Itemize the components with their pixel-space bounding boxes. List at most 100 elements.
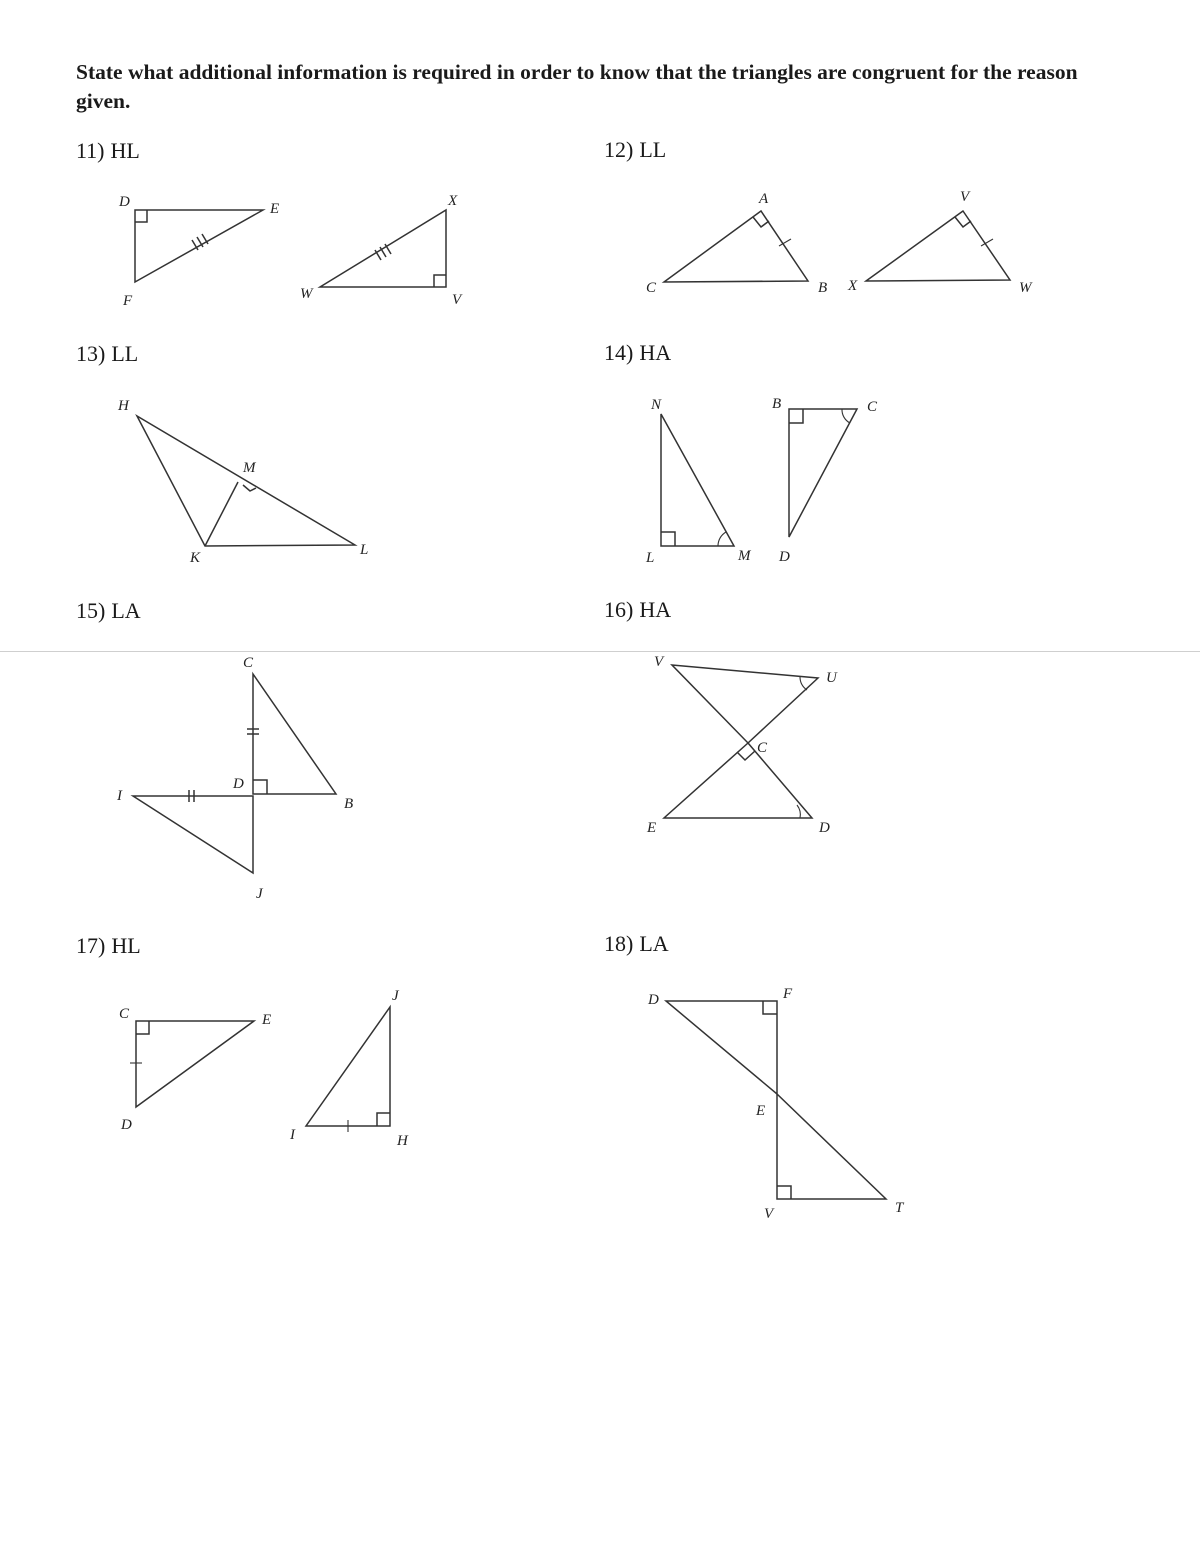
scan-divider [0, 651, 1200, 652]
leg-tick-mark [778, 238, 792, 247]
vertex-label: F [782, 986, 793, 1002]
vertex-label: W [1019, 280, 1033, 296]
right-angle-mark [242, 484, 257, 492]
vertex-label: D [118, 194, 130, 210]
vertex-label: X [847, 278, 858, 294]
vertex-label: V [960, 189, 971, 205]
vertex-label: N [650, 397, 662, 413]
triangle-XWV [317, 208, 447, 288]
problem-number: 11) [76, 138, 105, 163]
triangle-IDJ [130, 795, 254, 875]
vertex-label: H [117, 398, 130, 414]
problem-number: 17) [76, 933, 106, 958]
vertex-label: F [122, 293, 133, 309]
right-angle-mark [789, 409, 804, 424]
angle-arc-M [717, 531, 727, 547]
vertex-label: B [772, 396, 781, 412]
figure-13: H M K L [117, 398, 368, 566]
problem-reason: LL [111, 341, 139, 366]
vertex-label: D [818, 820, 830, 836]
right-angle-mark [136, 1021, 150, 1035]
vertex-label: J [256, 886, 264, 902]
right-angle-mark [376, 1112, 390, 1126]
hypotenuse-tick-marks [191, 233, 209, 251]
problem-number: 13) [76, 341, 106, 366]
problem-reason: LL [639, 137, 667, 162]
problem-13: 13)LL [76, 341, 138, 367]
problem-reason: HL [110, 138, 140, 163]
triangle-ACB [661, 209, 810, 283]
triangle-VUC [670, 664, 820, 745]
right-angle-mark [752, 216, 770, 229]
right-angle-mark [433, 274, 446, 287]
vertex-label: M [242, 460, 257, 476]
problem-reason: HA [639, 597, 672, 622]
vertex-label: C [757, 740, 768, 756]
problem-number: 18) [604, 931, 634, 956]
vertex-label: I [116, 788, 123, 804]
vertex-label: D [232, 776, 244, 792]
leg-tick-marks [188, 728, 259, 802]
vertex-label: C [646, 280, 657, 296]
right-angle-mark [762, 1001, 777, 1015]
vertex-label: L [359, 542, 368, 558]
triangle-VXW [863, 209, 1012, 282]
right-angle-mark [777, 1185, 792, 1199]
triangle-HKL [135, 414, 358, 547]
vertex-label: T [895, 1200, 905, 1216]
vertex-label: E [755, 1103, 765, 1119]
problem-number: 14) [604, 340, 634, 365]
figure-14: N L M B C D [645, 396, 878, 566]
segment-KM [204, 481, 239, 547]
figure-18: D F E V T [647, 986, 905, 1222]
vertex-label: W [300, 286, 314, 302]
triangle-EVT [776, 1092, 888, 1200]
vertex-label: D [120, 1117, 132, 1133]
vertex-label: E [646, 820, 656, 836]
vertex-label: A [758, 191, 769, 207]
vertex-label: C [867, 399, 878, 415]
vertex-label: C [119, 1006, 130, 1022]
angle-arc-D [796, 804, 801, 819]
vertex-label: B [818, 280, 827, 296]
triangle-DEF [134, 209, 266, 284]
problem-reason: HA [639, 340, 672, 365]
problem-18: 18)LA [604, 931, 669, 957]
right-angle-mark [135, 210, 148, 223]
vertex-label: X [447, 193, 458, 209]
right-angle-mark [253, 779, 268, 794]
problem-11: 11)HL [76, 138, 140, 164]
vertex-label: U [826, 670, 838, 686]
problem-17: 17)HL [76, 933, 141, 959]
right-angle-mark [954, 216, 972, 229]
vertex-label: V [452, 292, 463, 308]
problem-12: 12)LL [604, 137, 666, 163]
problem-number: 15) [76, 598, 106, 623]
vertex-label: K [189, 550, 201, 566]
figure-15: C D I B J [116, 655, 353, 902]
problem-reason: LA [639, 931, 669, 956]
triangle-JIH [304, 1004, 391, 1127]
vertex-label: D [647, 992, 659, 1008]
figure-17: C E D J I H [119, 988, 409, 1149]
instructions: State what additional information is req… [76, 60, 1078, 113]
vertex-label: V [654, 654, 665, 670]
problem-15: 15)LA [76, 598, 141, 624]
triangle-CED [662, 741, 814, 819]
vertex-label: D [778, 549, 790, 565]
vertex-label: J [392, 988, 400, 1004]
angle-arc-U [799, 676, 808, 691]
vertex-label: B [344, 796, 353, 812]
vertex-label: E [261, 1012, 271, 1028]
hypotenuse-tick-marks [374, 243, 392, 261]
problem-number: 12) [604, 137, 634, 162]
vertex-label: C [243, 655, 254, 671]
triangle-NLM [660, 413, 736, 547]
vertex-label: I [289, 1127, 296, 1143]
problem-number: 16) [604, 597, 634, 622]
leg-tick-mark [980, 238, 994, 247]
problem-reason: HL [111, 933, 141, 958]
right-angle-mark [736, 750, 756, 762]
vertex-label: H [396, 1133, 409, 1149]
